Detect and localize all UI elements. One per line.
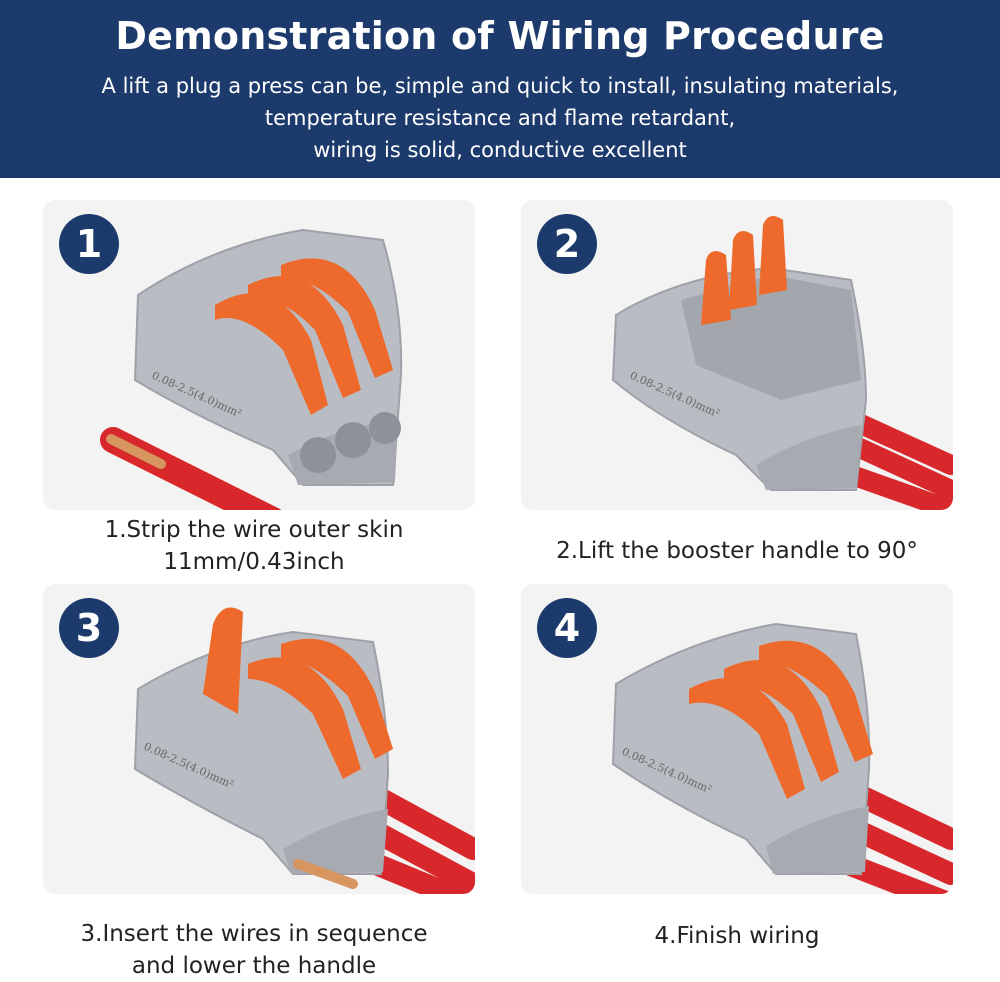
step-1-caption: 1.Strip the wire outer skin 11mm/0.43inc…: [14, 514, 494, 578]
copper-core: [106, 434, 166, 469]
connector-levers-up-illustration: 0.08-2.5(4.0)mm²: [611, 216, 953, 510]
caption-line: 4.Finish wiring: [654, 923, 820, 949]
lever-1-raised: [203, 607, 243, 714]
step-3-panel: 0.08-2.5(4.0)mm² 3: [43, 584, 475, 894]
lever-2: [248, 276, 361, 398]
step-2-panel: 0.08-2.5(4.0)mm² 2: [521, 200, 953, 510]
header-subtitle: A lift a plug a press can be, simple and…: [0, 70, 1000, 166]
lever-3: [281, 638, 393, 759]
caption-line: 11mm/0.43inch: [163, 549, 345, 575]
lever-3: [759, 640, 873, 762]
step-4-caption: 4.Finish wiring: [497, 920, 977, 952]
step-4-panel: 0.08-2.5(4.0)mm² 4: [521, 584, 953, 894]
connector-front: [283, 809, 388, 874]
step-3-caption: 3.Insert the wires in sequence and lower…: [14, 918, 494, 982]
connector-open-wire-illustration: 0.08-2.5(4.0)mm²: [100, 228, 403, 510]
page-title: Demonstration of Wiring Procedure: [115, 14, 885, 58]
caption-line: 2.Lift the booster handle to 90°: [556, 538, 918, 564]
lever-1: [689, 678, 805, 799]
connector-front: [756, 425, 861, 490]
connector-inserting-wires-illustration: 0.08-2.5(4.0)mm²: [133, 607, 475, 894]
lever-2: [724, 660, 839, 782]
caption-line: 3.Insert the wires in sequence: [80, 921, 428, 947]
caption-line: and lower the handle: [131, 953, 377, 979]
connector-front: [766, 806, 869, 874]
subtitle-line-1: A lift a plug a press can be, simple and…: [101, 74, 899, 98]
connector-finished-illustration: 0.08-2.5(4.0)mm²: [611, 622, 953, 894]
caption-line: 1.Strip the wire outer skin: [104, 517, 404, 543]
step-2-caption: 2.Lift the booster handle to 90°: [497, 535, 977, 567]
step-number-badge: 2: [537, 214, 597, 274]
subtitle-line-2: temperature resistance and flame retarda…: [264, 106, 736, 130]
step-number-badge: 3: [59, 598, 119, 658]
step-1-panel: 0.08-2.5(4.0)mm² 1: [43, 200, 475, 510]
lever-3-raised: [759, 216, 787, 295]
subtitle-line-3: wiring is solid, conductive excellent: [313, 138, 687, 162]
lever-1-raised: [701, 251, 731, 325]
lever-2: [248, 657, 361, 779]
lever-3: [281, 258, 393, 378]
header-banner: Demonstration of Wiring Procedure A lift…: [0, 0, 1000, 178]
step-number-badge: 1: [59, 214, 119, 274]
step-number-badge: 4: [537, 598, 597, 658]
lever-2-raised: [729, 231, 757, 310]
lever-1: [215, 293, 328, 415]
copper-core: [293, 859, 358, 889]
